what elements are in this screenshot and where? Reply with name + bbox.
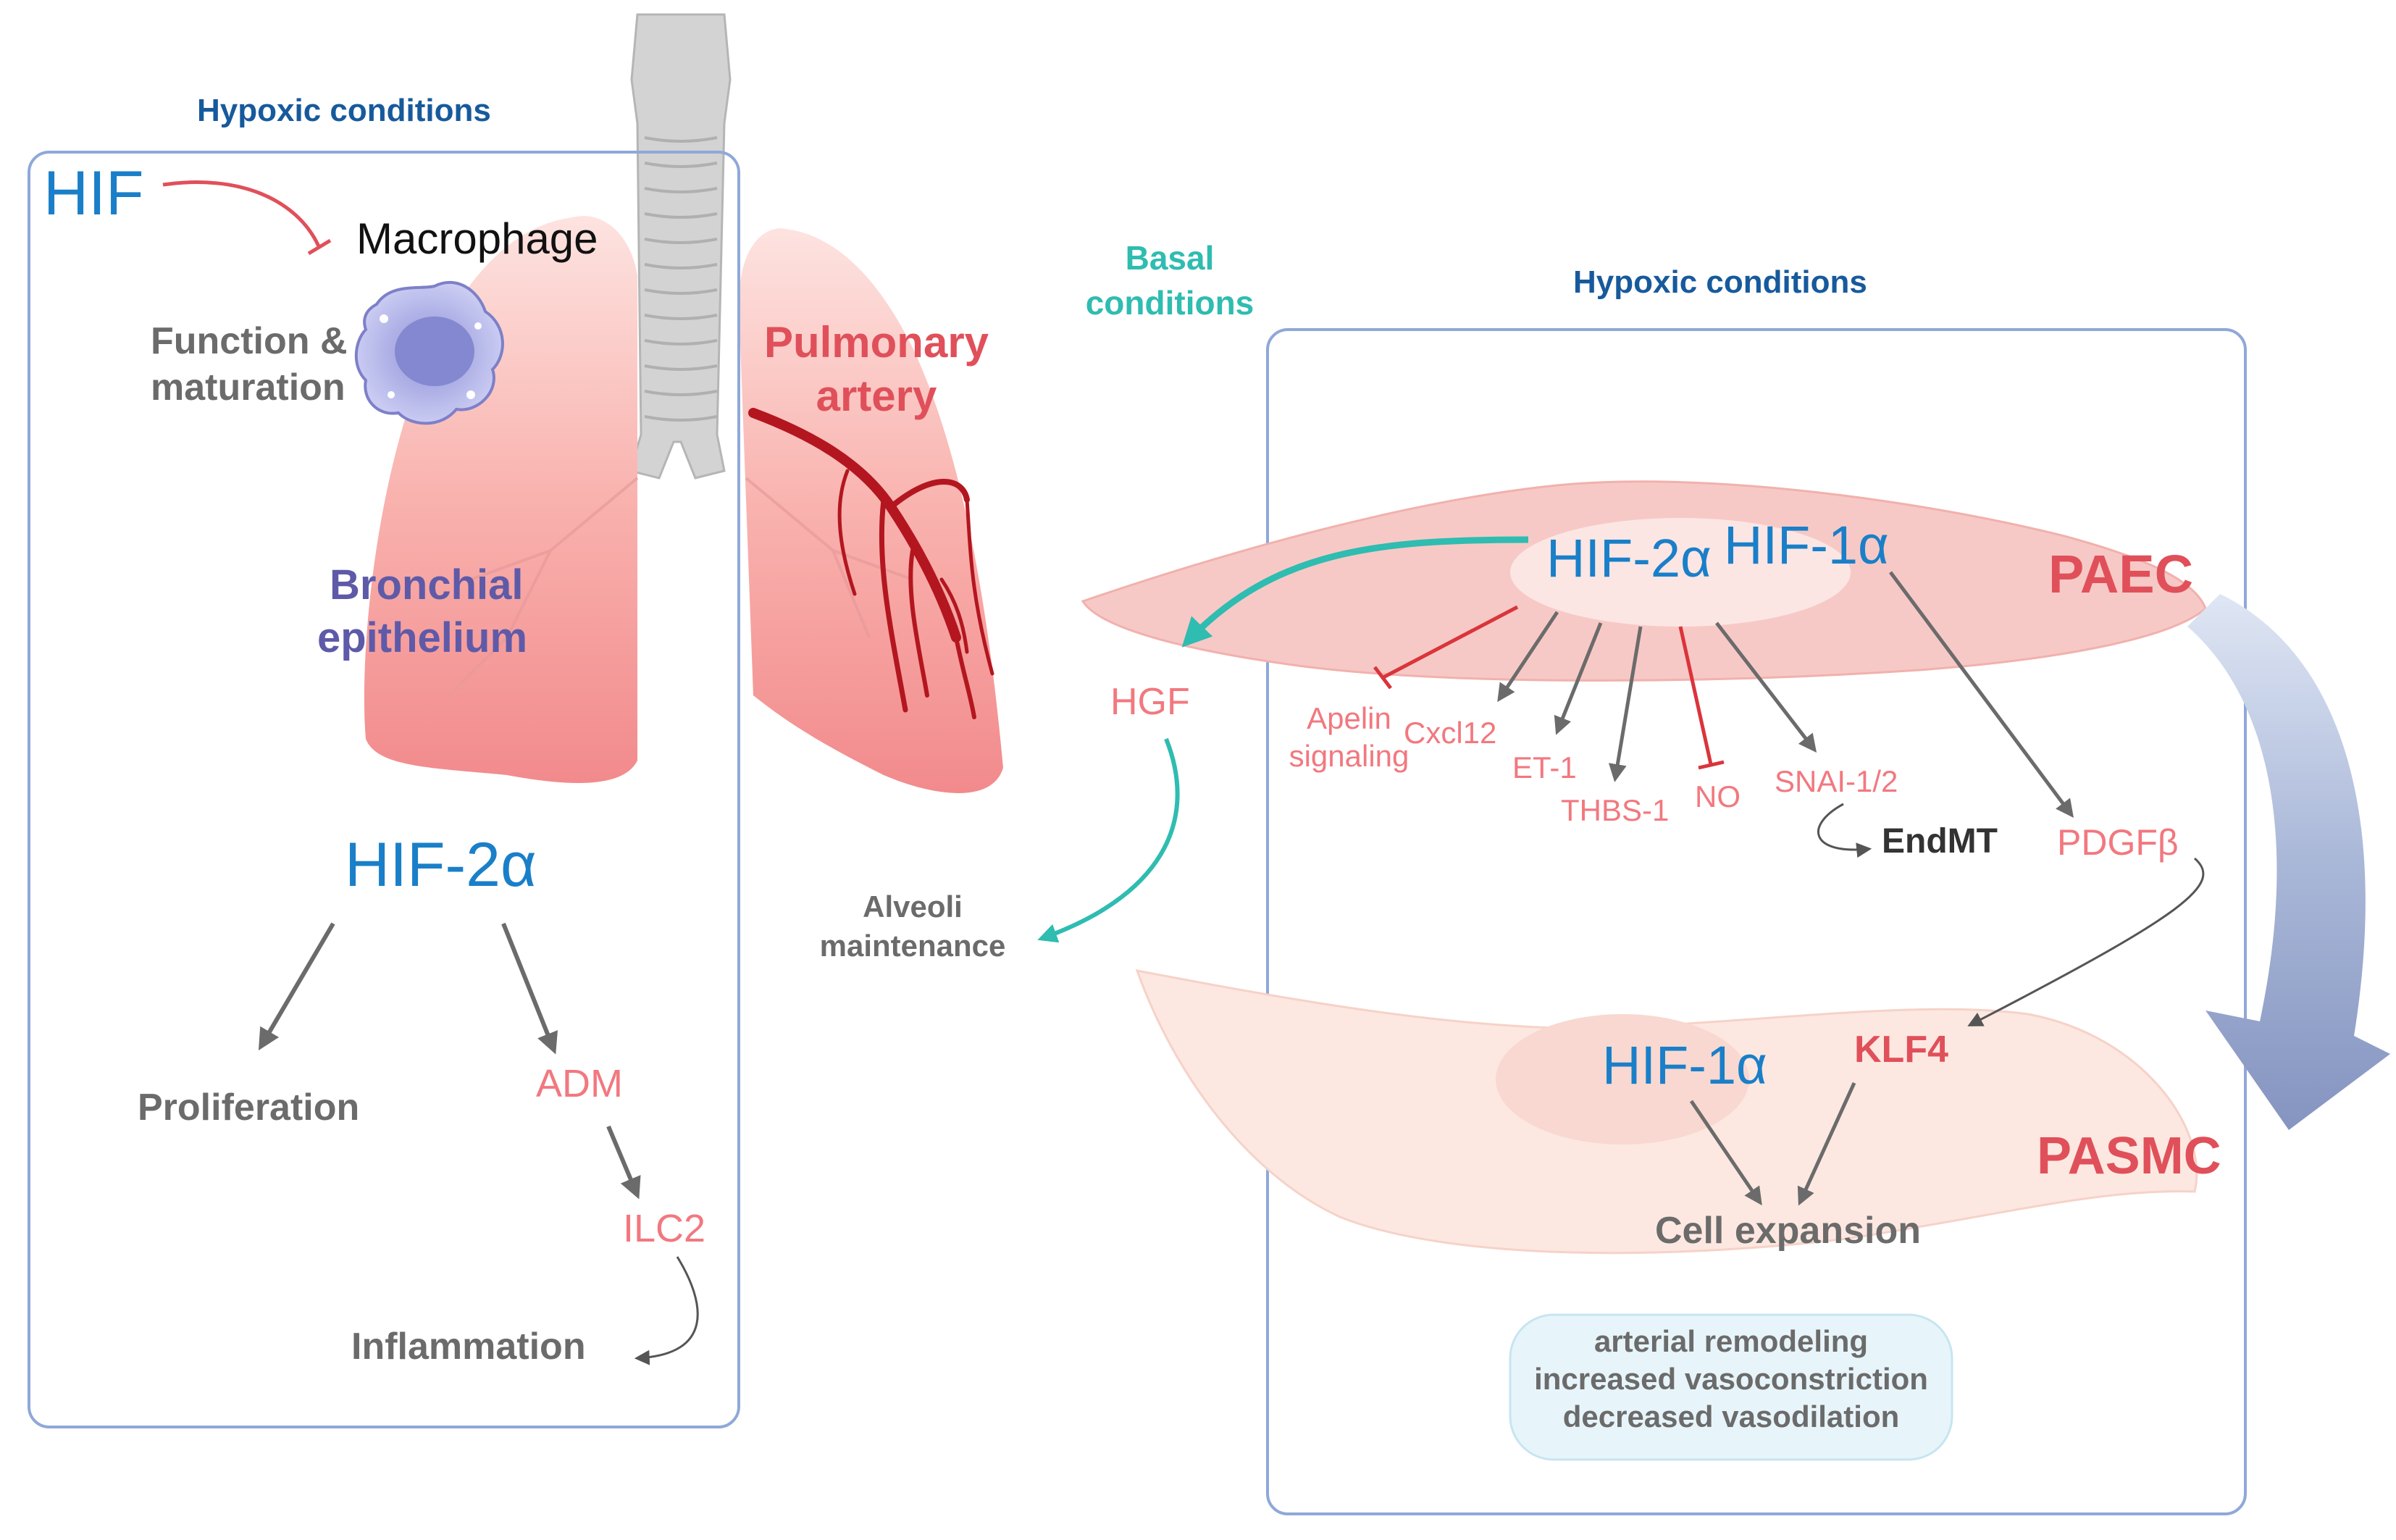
arrow-proliferation	[258, 922, 335, 1051]
inhibit-apelin-bar	[1373, 666, 1392, 690]
alveoli-label: Alveoli	[863, 890, 963, 924]
bronchial-label: Bronchial	[330, 561, 524, 608]
outcome-box	[1509, 1313, 1953, 1461]
thbs1-label: THBS-1	[1561, 793, 1670, 827]
inflammation-label: Inflammation	[351, 1326, 586, 1368]
arrow-pdgfb	[1888, 571, 2074, 819]
basal-label: Basal	[1125, 239, 1215, 277]
signaling-label: signaling	[1289, 739, 1409, 773]
apelin-label: Apelin	[1307, 701, 1391, 735]
klf4-label: KLF4	[1854, 1029, 1948, 1071]
outcome-vasodilation: decreased vasodilation	[1562, 1399, 1900, 1434]
arrow-adm	[501, 922, 558, 1055]
endmt-label: EndMT	[1882, 822, 1998, 861]
maintenance-label: maintenance	[819, 929, 1006, 963]
arrow-inflammation	[634, 1256, 699, 1365]
arrow-snai	[1715, 622, 1817, 753]
arrow-to-alveoli	[1037, 737, 1180, 943]
adm-label: ADM	[536, 1062, 623, 1105]
left-panel-box	[28, 151, 740, 1428]
outcome-vasoconstriction: increased vasoconstriction	[1534, 1362, 1928, 1396]
paec-label: PAEC	[2048, 544, 2194, 604]
hif-label: HIF	[43, 159, 144, 228]
maturation-label: maturation	[151, 367, 345, 409]
artery-label: artery	[816, 372, 937, 420]
pulmonary-label: Pulmonary	[763, 318, 989, 367]
cxcl12-label: Cxcl12	[1404, 716, 1497, 750]
hgf-label: HGF	[1110, 681, 1190, 723]
hif1a-pasmc-label: HIF-1α	[1602, 1035, 1767, 1095]
arrow-endmt	[1817, 803, 1872, 858]
macrophage-cell-icon	[354, 281, 504, 425]
pulmonary-artery-icon	[748, 408, 994, 719]
left-panel-heading: Hypoxic conditions	[197, 93, 491, 128]
inhibit-no-bar	[1698, 760, 1725, 770]
hif2a-paec-label: HIF-2α	[1546, 528, 1712, 588]
arrow-klf4	[1967, 857, 2205, 1026]
hif-inhibit-arrow	[162, 180, 321, 248]
pdgfb-label: PDGFβ	[2057, 822, 2179, 863]
right-panel-heading: Hypoxic conditions	[1573, 264, 1867, 300]
big-arrow	[2187, 594, 2390, 1130]
arrow-klf4-expansion	[1797, 1081, 1856, 1206]
arrow-to-hgf	[1181, 536, 1529, 648]
snai-label: SNAI-1/2	[1775, 764, 1898, 798]
arrow-ilc2	[606, 1125, 641, 1200]
inhibit-no-line	[1678, 626, 1713, 765]
arrow-thbs1	[1608, 626, 1643, 782]
arrow-cxcl12	[1497, 611, 1559, 703]
hif2a-left-label: HIF-2α	[345, 830, 537, 900]
conditions-label: conditions	[1085, 284, 1254, 322]
inhibit-apelin-line	[1382, 605, 1519, 679]
epithelium-label: epithelium	[317, 614, 528, 661]
hif1a-paec-label: HIF-1α	[1724, 515, 1889, 575]
arrow-hif1a-expansion	[1689, 1100, 1762, 1206]
right-panel-box	[1266, 328, 2247, 1515]
no-label: NO	[1695, 779, 1741, 813]
ilc2-label: ILC2	[623, 1207, 706, 1250]
macrophage-label: Macrophage	[356, 214, 598, 263]
paec-nucleus	[1510, 518, 1851, 627]
cell-expansion-label: Cell expansion	[1655, 1210, 1921, 1252]
hif-inhibit-bar	[307, 238, 332, 256]
arrow-et1	[1554, 622, 1603, 735]
proliferation-label: Proliferation	[138, 1087, 360, 1129]
outcome-arterial-remodeling: arterial remodeling	[1593, 1324, 1869, 1358]
pasmc-label: PASMC	[2037, 1127, 2221, 1185]
function-label: Function &	[151, 320, 348, 362]
et1-label: ET-1	[1512, 750, 1577, 784]
pasmc-nucleus	[1496, 1014, 1749, 1144]
